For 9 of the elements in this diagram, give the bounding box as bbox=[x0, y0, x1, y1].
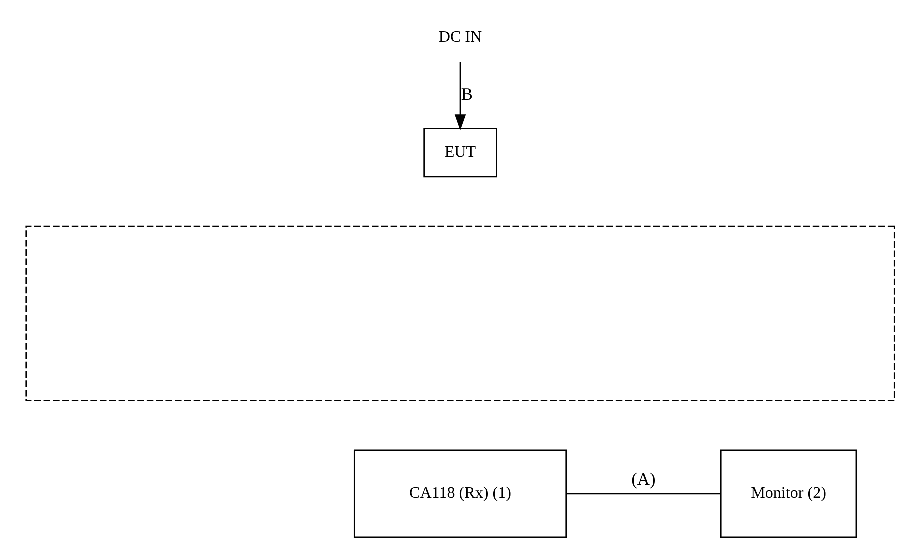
edge-label: (A) bbox=[631, 469, 656, 490]
node-box: Monitor (2) bbox=[720, 450, 857, 538]
node-text: DC IN bbox=[438, 28, 482, 46]
connector bbox=[566, 493, 720, 495]
edge-label: B bbox=[460, 84, 473, 104]
node-box: EUT bbox=[423, 128, 497, 178]
node-box: CA118 (Rx) (1) bbox=[353, 450, 567, 538]
node-box bbox=[25, 226, 895, 402]
arrow bbox=[454, 62, 466, 131]
